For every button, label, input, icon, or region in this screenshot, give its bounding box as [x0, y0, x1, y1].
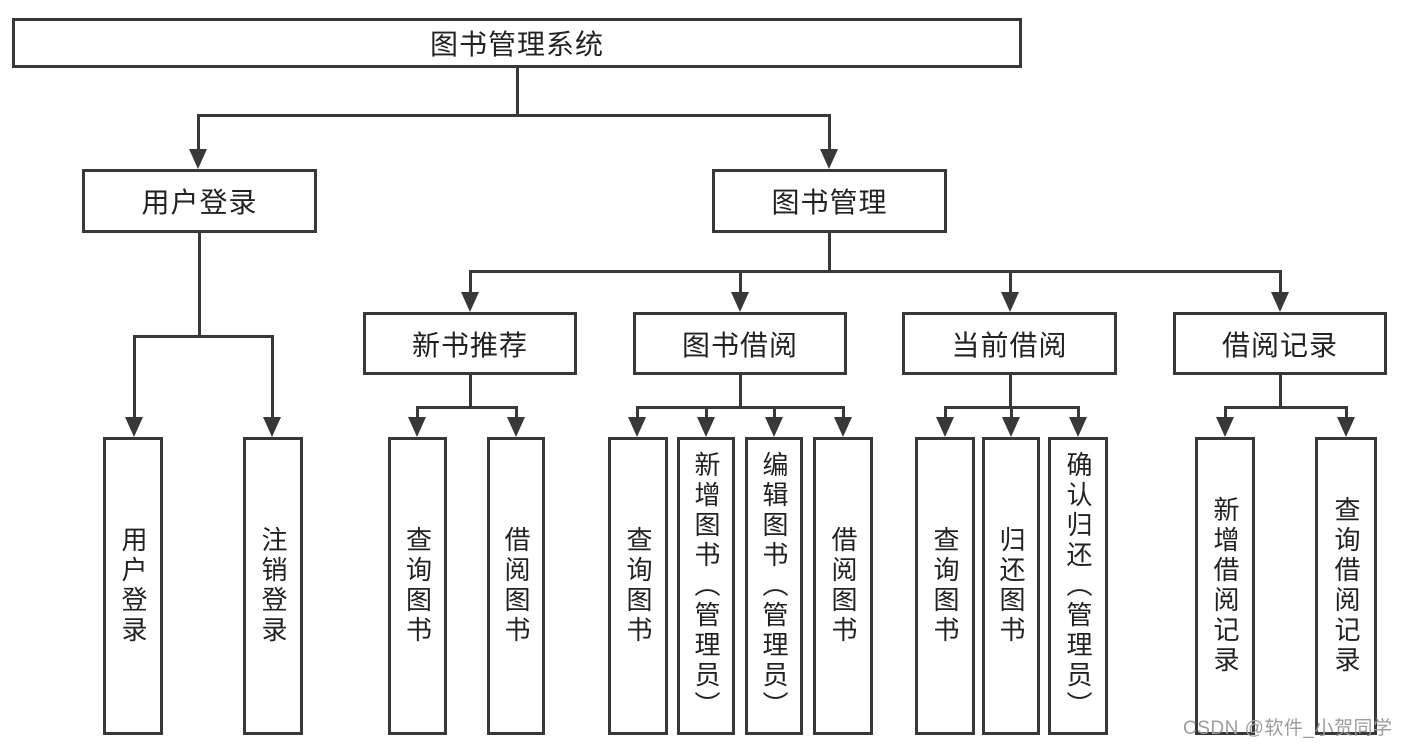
leaf-return-books: 归还图书 — [982, 437, 1040, 735]
arrow-down-icon — [263, 417, 281, 437]
connector-line — [739, 270, 742, 296]
leaf-query-borrow-record: 查询借阅记录 — [1315, 437, 1377, 735]
connector-line — [1010, 406, 1013, 421]
arrow-down-icon — [1001, 292, 1019, 312]
connector-line — [705, 406, 708, 421]
node-user-login: 用户登录 — [82, 169, 317, 233]
arrow-down-icon — [1069, 417, 1087, 437]
arrow-down-icon — [1271, 292, 1289, 312]
arrow-down-icon — [936, 417, 954, 437]
connector-line — [944, 406, 947, 421]
connector-line — [636, 406, 639, 421]
arrow-down-icon — [408, 417, 426, 437]
connector-line — [516, 66, 519, 117]
leaf-logout: 注销登录 — [243, 437, 303, 735]
node-book-management: 图书管理 — [712, 169, 947, 233]
connector-line — [739, 373, 742, 409]
connector-line — [469, 373, 472, 409]
leaf-borrow-books-1: 借阅图书 — [487, 437, 545, 735]
arrow-down-icon — [189, 149, 207, 169]
arrow-down-icon — [697, 417, 715, 437]
leaf-query-books-1: 查询图书 — [388, 437, 447, 735]
connector-line — [416, 406, 419, 421]
arrow-down-icon — [820, 149, 838, 169]
leaf-add-books-admin: 新增图书（管理员） — [677, 437, 735, 735]
csdn-watermark: CSDN @软件_小贺同学 — [1183, 718, 1393, 739]
connector-line — [773, 406, 776, 421]
leaf-edit-books-admin: 编辑图书（管理员） — [745, 437, 803, 735]
connector-line — [515, 406, 518, 421]
connector-line — [1279, 270, 1282, 296]
connector-line — [271, 335, 274, 421]
arrow-down-icon — [731, 292, 749, 312]
node-book-borrow: 图书借阅 — [633, 312, 847, 375]
arrow-down-icon — [507, 417, 525, 437]
node-borrow-records: 借阅记录 — [1173, 312, 1387, 375]
connector-line — [842, 406, 845, 421]
node-new-book-recommend: 新书推荐 — [363, 312, 577, 375]
arrow-down-icon — [1337, 417, 1355, 437]
node-current-borrow: 当前借阅 — [902, 312, 1117, 375]
connector-line — [1009, 373, 1012, 409]
connector-line — [133, 335, 273, 338]
connector-line — [1224, 406, 1348, 409]
leaf-add-borrow-record: 新增借阅记录 — [1195, 437, 1255, 735]
leaf-borrow-books-2: 借阅图书 — [813, 437, 873, 735]
arrow-down-icon — [125, 417, 143, 437]
leaf-query-books-2: 查询图书 — [608, 437, 668, 735]
connector-line — [469, 270, 472, 296]
node-root: 图书管理系统 — [12, 18, 1022, 68]
arrow-down-icon — [628, 417, 646, 437]
connector-line — [1279, 373, 1282, 409]
connector-line — [469, 270, 1282, 273]
connector-line — [828, 231, 831, 273]
connector-line — [1009, 270, 1012, 296]
connector-line — [828, 114, 831, 153]
leaf-query-books-3: 查询图书 — [915, 437, 975, 735]
connector-line — [197, 114, 200, 153]
connector-line — [197, 114, 831, 117]
connector-line — [133, 335, 136, 421]
leaf-confirm-return-admin: 确认归还（管理员） — [1048, 437, 1108, 735]
arrow-down-icon — [834, 417, 852, 437]
arrow-down-icon — [1002, 417, 1020, 437]
arrow-down-icon — [461, 292, 479, 312]
arrow-down-icon — [765, 417, 783, 437]
leaf-user-login: 用户登录 — [103, 437, 163, 735]
connector-line — [636, 406, 845, 409]
connector-line — [1224, 406, 1227, 421]
connector-line — [416, 406, 518, 409]
arrow-down-icon — [1216, 417, 1234, 437]
connector-line — [1077, 406, 1080, 421]
connector-line — [198, 231, 201, 338]
connector-line — [1345, 406, 1348, 421]
